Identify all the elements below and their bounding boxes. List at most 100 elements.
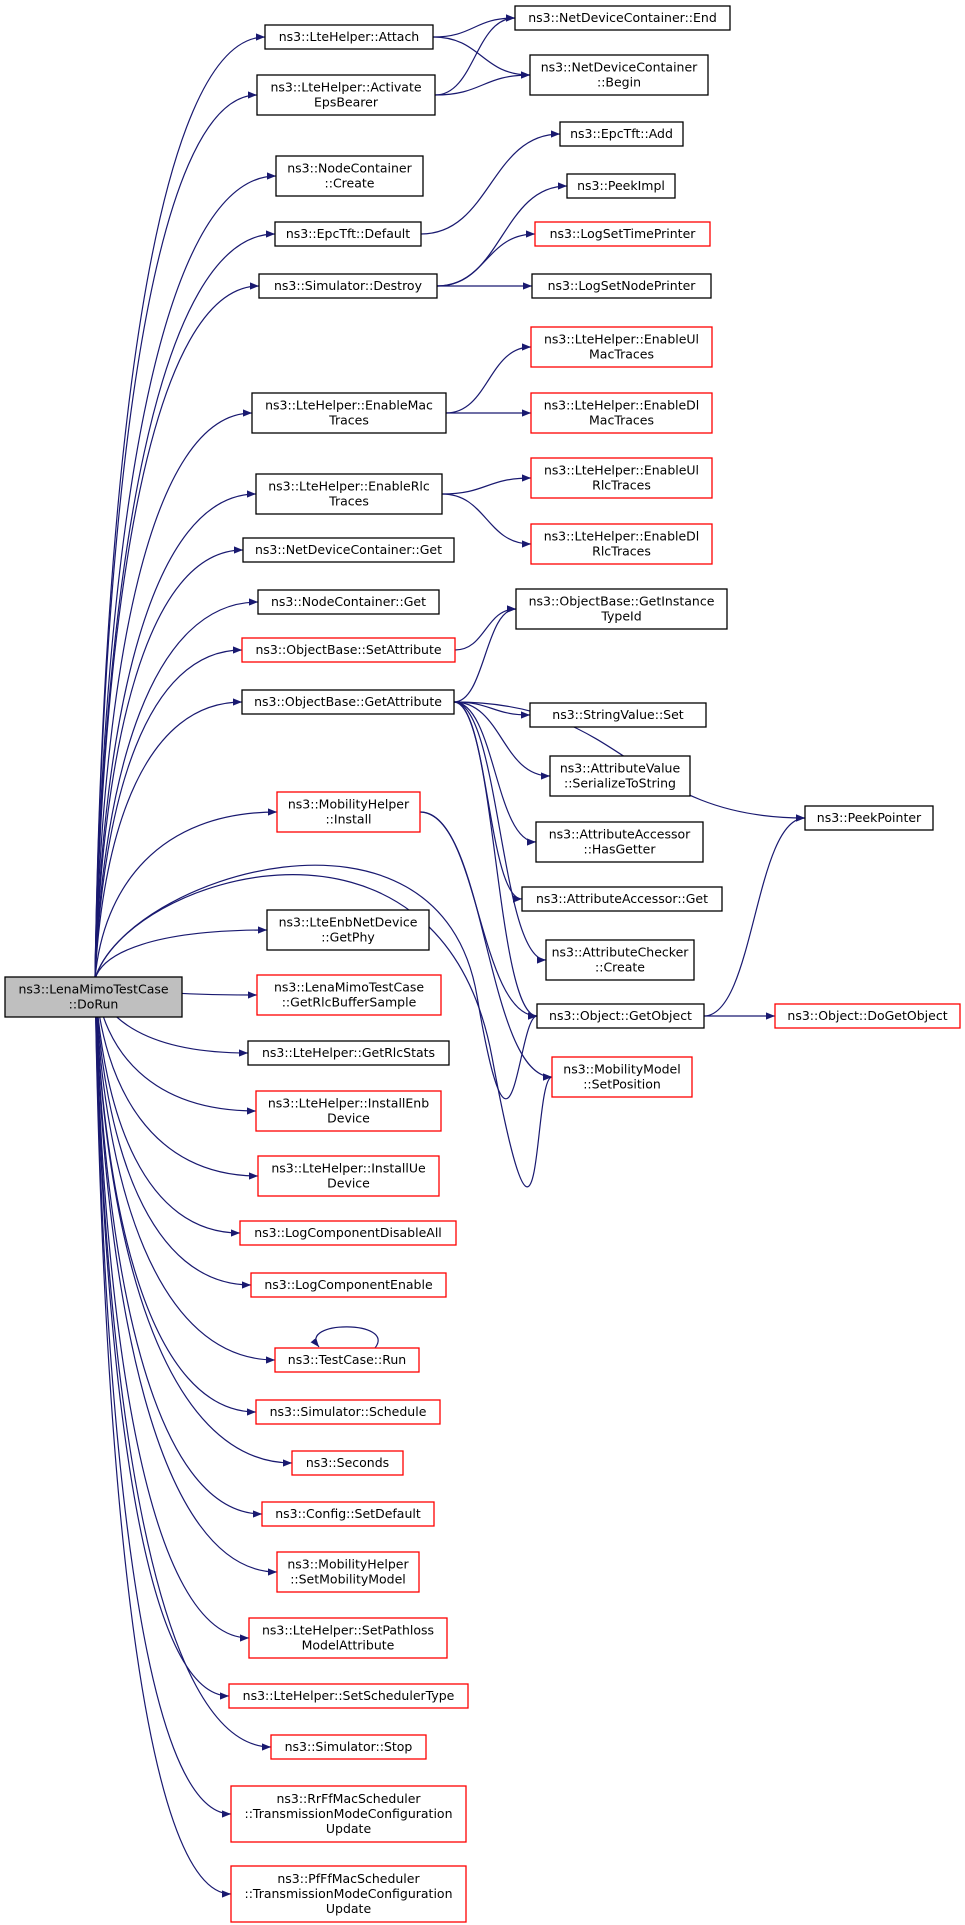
node-label: TypeId: [600, 609, 641, 624]
edge-object-getobject-to-peekpointer: [703, 814, 806, 1017]
edge-root-to-pfff-tmcu: [94, 978, 232, 1898]
node-label: ns3::LteHelper::EnableRlc: [268, 479, 430, 494]
function-node-sim-destroy[interactable]: ns3::Simulator::Destroy: [258, 273, 438, 299]
function-node-ndc-get[interactable]: ns3::NetDeviceContainer::Get: [242, 537, 455, 563]
node-box: [530, 457, 713, 499]
function-node-nc-get[interactable]: ns3::NodeContainer::Get: [257, 589, 440, 615]
function-node-stringvalue-set[interactable]: ns3::StringValue::Set: [529, 702, 707, 728]
function-node-mobility-install[interactable]: ns3::MobilityHelper::Install: [276, 791, 421, 833]
function-nodes: ns3::LenaMimoTestCase::DoRunns3::LteHelp…: [4, 5, 961, 1923]
node-box: [274, 221, 422, 247]
edge-mobility-install-to-mobmodel-setpos: [419, 811, 553, 1081]
node-label: ns3::MobilityHelper: [288, 797, 410, 812]
node-box: [256, 74, 436, 116]
function-node-setattribute[interactable]: ns3::ObjectBase::SetAttribute: [241, 637, 456, 663]
node-label: Traces: [328, 494, 369, 509]
node-label: ns3::EpcTft::Default: [286, 226, 410, 241]
edge-root-to-logenable: [94, 978, 252, 1289]
function-node-object-dogetobject[interactable]: ns3::Object::DoGetObject: [774, 1003, 961, 1029]
edge-root-to-ndc-get: [94, 546, 244, 980]
function-node-setscheduler[interactable]: ns3::LteHelper::SetSchedulerType: [228, 1683, 469, 1709]
function-node-peekpointer[interactable]: ns3::PeekPointer: [804, 805, 934, 831]
function-node-getattribute[interactable]: ns3::ObjectBase::GetAttribute: [241, 689, 455, 715]
node-label: ns3::ObjectBase::GetInstance: [529, 594, 715, 609]
function-node-setmobilitymodel[interactable]: ns3::MobilityHelper::SetMobilityModel: [276, 1551, 420, 1593]
node-box: [241, 637, 456, 663]
node-box: [559, 121, 684, 147]
node-box: [276, 791, 421, 833]
node-box: [270, 1734, 427, 1760]
node-label: ::GetPhy: [321, 930, 375, 945]
node-label: ns3::LenaMimoTestCase: [18, 982, 168, 997]
function-node-lte-attach[interactable]: ns3::LteHelper::Attach: [264, 24, 434, 50]
node-label: Update: [326, 1901, 372, 1916]
node-label: ns3::TestCase::Run: [288, 1352, 406, 1367]
edge-getattribute-to-accessor-hasgetter: [453, 701, 537, 846]
function-node-peekimpl[interactable]: ns3::PeekImpl: [566, 173, 676, 199]
edge-enable-rlc-to-enable-ul-rlc: [441, 474, 532, 495]
edge-root-to-sim-schedule: [94, 978, 257, 1416]
function-node-logsetnode[interactable]: ns3::LogSetNodePrinter: [531, 273, 712, 299]
node-box: [514, 5, 731, 31]
function-node-checker-create[interactable]: ns3::AttributeChecker::Create: [545, 939, 695, 981]
node-box: [521, 886, 723, 912]
function-node-mobmodel-setpos[interactable]: ns3::MobilityModel::SetPosition: [551, 1056, 693, 1098]
function-node-epctft-default[interactable]: ns3::EpcTft::Default: [274, 221, 422, 247]
function-node-sim-schedule[interactable]: ns3::Simulator::Schedule: [255, 1399, 441, 1425]
edge-getattribute-to-object-getobject: [453, 701, 538, 1020]
function-node-object-getobject[interactable]: ns3::Object::GetObject: [536, 1003, 705, 1029]
node-box: [257, 589, 440, 615]
node-label: Traces: [328, 413, 369, 428]
function-node-testcase-run[interactable]: ns3::TestCase::Run: [274, 1347, 420, 1373]
function-node-config-setdefault[interactable]: ns3::Config::SetDefault: [261, 1501, 435, 1527]
function-node-logsettime[interactable]: ns3::LogSetTimePrinter: [534, 221, 711, 247]
node-box: [261, 1501, 435, 1527]
node-label: ns3::LteHelper::EnableUl: [544, 463, 699, 478]
node-label: ns3::LteEnbNetDevice: [279, 915, 418, 930]
node-box: [257, 1155, 440, 1197]
node-label: ::TransmissionModeConfiguration: [244, 1806, 452, 1821]
function-node-accessor-get[interactable]: ns3::AttributeAccessor::Get: [521, 886, 723, 912]
node-box: [241, 689, 455, 715]
node-label: ns3::AttributeValue: [560, 761, 681, 776]
edge-lte-activate-to-ndc-end: [434, 14, 516, 96]
node-label: ::DoRun: [69, 997, 119, 1012]
function-node-rrff-tmcu[interactable]: ns3::RrFfMacScheduler::TransmissionModeC…: [230, 1785, 467, 1843]
function-node-seconds[interactable]: ns3::Seconds: [291, 1450, 404, 1476]
node-box: [530, 392, 713, 434]
function-node-ndc-begin[interactable]: ns3::NetDeviceContainer::Begin: [529, 54, 709, 96]
node-label: ::SetMobilityModel: [290, 1572, 406, 1587]
function-node-pfff-tmcu[interactable]: ns3::PfFfMacScheduler::TransmissionModeC…: [230, 1865, 467, 1923]
edge-root-to-seconds: [94, 978, 293, 1467]
function-node-accessor-hasgetter[interactable]: ns3::AttributeAccessor::HasGetter: [535, 821, 704, 863]
function-node-root[interactable]: ns3::LenaMimoTestCase::DoRun: [4, 976, 183, 1018]
function-node-ndc-end[interactable]: ns3::NetDeviceContainer::End: [514, 5, 731, 31]
function-node-getrlcstats[interactable]: ns3::LteHelper::GetRlcStats: [247, 1040, 450, 1066]
function-node-attrvalue-serialize[interactable]: ns3::AttributeValue::SerializeToString: [549, 755, 691, 797]
function-node-epctft-add[interactable]: ns3::EpcTft::Add: [559, 121, 684, 147]
function-node-setpathloss[interactable]: ns3::LteHelper::SetPathlossModelAttribut…: [248, 1617, 448, 1659]
function-node-enb-getphy[interactable]: ns3::LteEnbNetDevice::GetPhy: [266, 909, 430, 951]
function-node-logdisableall[interactable]: ns3::LogComponentDisableAll: [239, 1220, 457, 1246]
node-label: ns3::LogSetNodePrinter: [548, 278, 697, 293]
edge-lte-activate-to-ndc-begin: [434, 71, 531, 96]
function-node-nc-create[interactable]: ns3::NodeContainer::Create: [275, 155, 424, 197]
node-label: ns3::LteHelper::Activate: [270, 80, 421, 95]
function-node-sim-stop[interactable]: ns3::Simulator::Stop: [270, 1734, 427, 1760]
function-node-logenable[interactable]: ns3::LogComponentEnable: [250, 1272, 447, 1298]
node-label: MacTraces: [589, 347, 654, 362]
edge-root-to-enable-rlc: [94, 490, 257, 980]
node-label: ::Create: [325, 176, 375, 191]
edge-root-to-setattribute: [94, 646, 243, 980]
function-node-getrlcbuffer[interactable]: ns3::LenaMimoTestCase::GetRlcBufferSampl…: [256, 974, 442, 1016]
